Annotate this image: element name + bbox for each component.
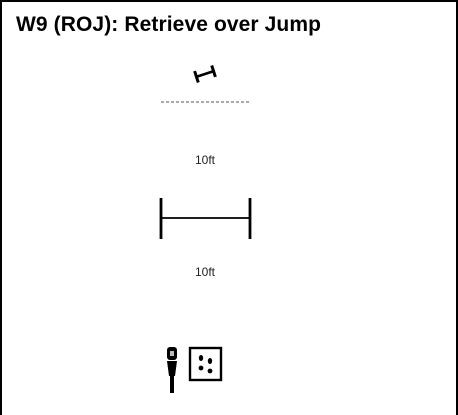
dumbbell-icon [193, 65, 217, 83]
handler-icon [167, 347, 177, 393]
distance-label-bottom: 10ft [194, 265, 215, 279]
distance-label-top: 10ft [194, 153, 215, 167]
exercise-title: W9 (ROJ): Retrieve over Jump [16, 13, 322, 36]
dog-start-icon [188, 346, 223, 382]
jump-bar-icon [159, 198, 252, 239]
